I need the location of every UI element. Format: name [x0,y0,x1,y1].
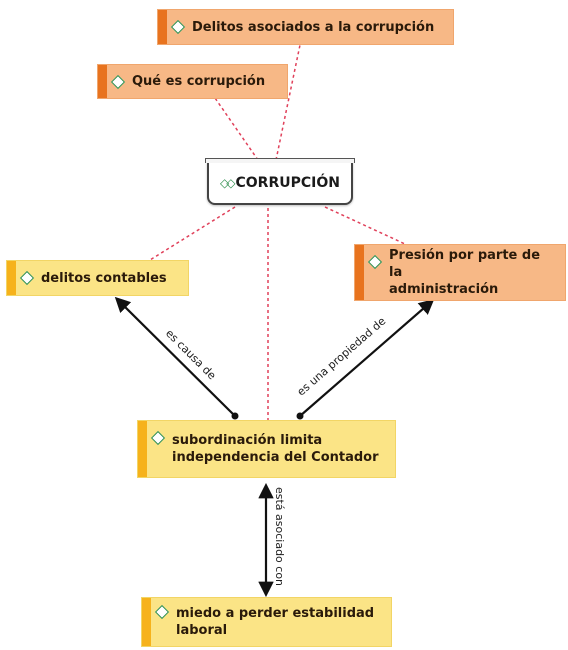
node-label: Delitos asociados a la corrupción [192,19,435,35]
node-delitos-contables[interactable]: delitos contables [6,260,189,296]
relation-label-esta-asociado-con: está asociado con [273,486,287,587]
node-presion-administracion[interactable]: Presión por parte de la administración [354,244,566,301]
concept-diamond-icon [154,604,170,620]
concept-hub-icon: ◇◇ [220,176,236,190]
concept-diamond-icon [110,74,126,89]
node-que-es-corrupcion[interactable]: Qué es corrupción [97,64,288,99]
link-hub-delitos-contables [149,206,236,261]
hub-label: CORRUPCIÓN [235,175,340,191]
concept-diamond-icon [170,19,186,35]
arrow-origin-dot [231,412,239,420]
node-delitos-asociados[interactable]: Delitos asociados a la corrupción [157,9,454,45]
node-subordinacion[interactable]: subordinación limita independencia del C… [137,420,396,478]
hub-cap [205,158,355,163]
concept-diamond-icon [19,270,35,286]
concept-diamond-icon [150,430,166,446]
concept-diamond-icon [367,254,383,270]
node-label: delitos contables [41,270,167,286]
arrow-es-una-propiedad-de [299,298,435,417]
node-label: subordinación limita independencia del C… [172,433,379,465]
arrow-origin-dot [296,412,304,420]
node-label: Qué es corrupción [132,74,266,89]
hub-node-corrupcion[interactable]: ◇◇ CORRUPCIÓN [205,158,355,205]
node-label: Presión por parte de la administración [389,248,541,297]
arrow-es-causa-de [114,296,236,417]
node-label: miedo a perder estabilidad laboral [176,606,375,638]
node-miedo-estabilidad[interactable]: miedo a perder estabilidad laboral [141,597,392,647]
link-hub-presion [324,206,406,245]
link-hub-delitos-corrupcion [275,44,301,161]
link-hub-que-es [214,97,259,161]
